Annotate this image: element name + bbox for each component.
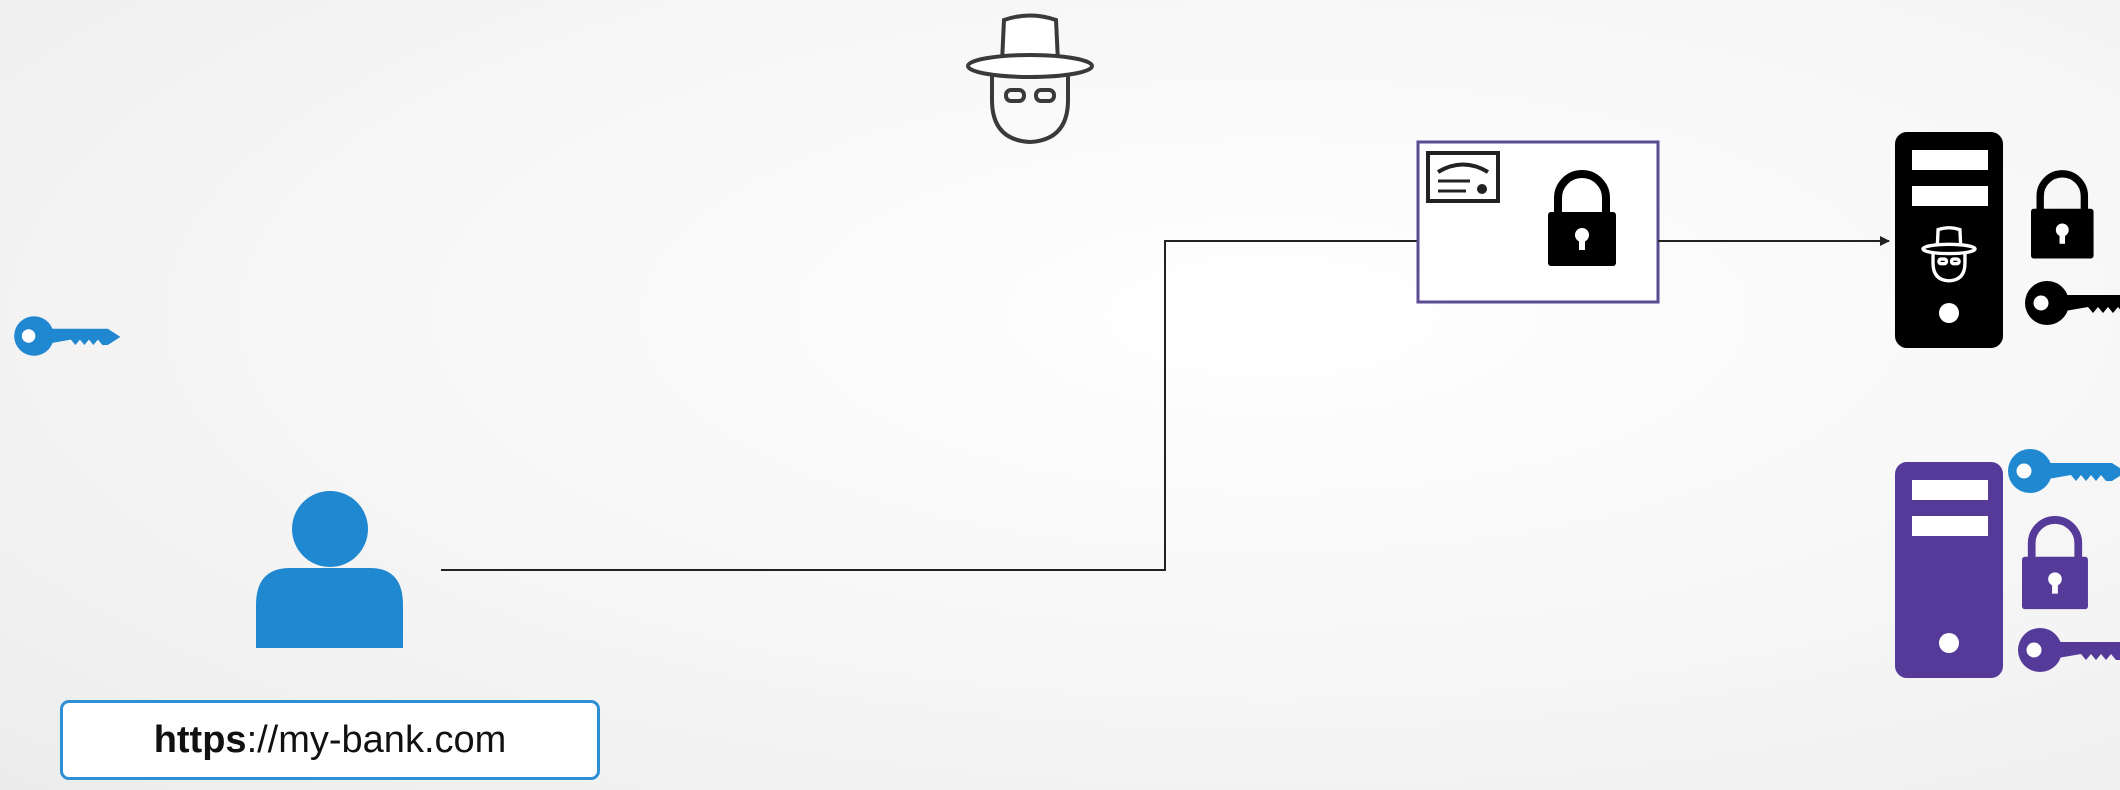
key-icon <box>2018 628 2120 672</box>
url-bar: https://my-bank.com <box>60 700 600 780</box>
user-icon <box>256 491 403 648</box>
server-icon <box>1895 462 2003 678</box>
certificate-icon <box>1426 151 1500 203</box>
lock-icon <box>2022 520 2088 609</box>
key-icon <box>2008 449 2120 493</box>
key-icon <box>2025 281 2120 325</box>
hacker-server <box>1895 132 2120 348</box>
url-scheme: https <box>153 718 247 761</box>
bank-server <box>1895 449 2120 678</box>
url-rest: ://my-bank.com <box>246 718 507 761</box>
connection-line <box>441 240 1418 571</box>
hacker-icon <box>1921 226 1977 283</box>
lock-icon <box>2031 174 2094 259</box>
key-icon <box>14 316 121 356</box>
certificate-box <box>1416 140 1660 304</box>
hacker-icon <box>966 13 1094 145</box>
